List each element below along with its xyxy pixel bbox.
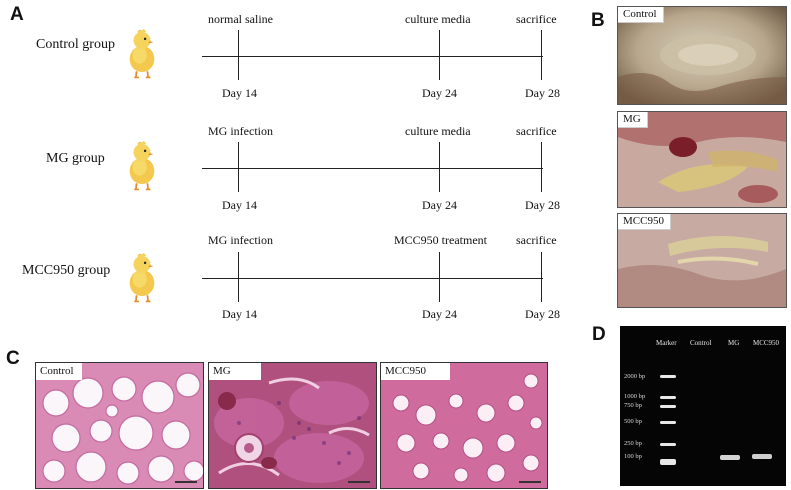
- group-label-control: Control group: [36, 37, 115, 52]
- day-label: Day 28: [525, 307, 560, 321]
- day-label: Day 24: [422, 198, 457, 212]
- photo-label: MCC950: [618, 214, 671, 230]
- timeline-tick: [439, 252, 440, 302]
- scale-bar: [348, 481, 370, 483]
- photo-label: MG: [618, 112, 648, 128]
- timeline-tick: [238, 252, 239, 302]
- timeline-tick: [541, 142, 542, 192]
- lane-label: MCC950: [753, 339, 780, 347]
- sample-band-mcc950: [752, 454, 772, 459]
- ladder-band: [660, 405, 676, 408]
- timeline-line: [202, 278, 543, 279]
- histology-label: MG: [209, 363, 261, 380]
- group-label-mg: MG group: [46, 151, 105, 166]
- lane-label: Marker: [656, 339, 677, 347]
- event-label: MG infection: [208, 233, 273, 247]
- day-label: Day 28: [525, 86, 560, 100]
- timeline-tick: [238, 30, 239, 80]
- timeline-tick: [439, 142, 440, 192]
- ladder-size-label: 2000 bp: [624, 373, 646, 380]
- scale-bar: [175, 481, 197, 483]
- necropsy-photo-control: Control: [617, 6, 787, 105]
- histology-image-mcc950: MCC950: [380, 362, 548, 489]
- ladder-band: [660, 375, 676, 378]
- panel-d-letter: D: [592, 324, 606, 345]
- event-label: culture media: [405, 124, 471, 138]
- group-label-mcc950: MCC950 group: [22, 263, 111, 278]
- necropsy-photo-mg: MG: [617, 111, 787, 208]
- histology-image: [381, 363, 547, 488]
- sample-band-mg: [720, 455, 740, 460]
- ladder-band: [660, 459, 676, 465]
- histology-label: MCC950: [381, 363, 450, 380]
- ladder-band: [660, 396, 676, 399]
- ladder-size-label: 100 bp: [624, 453, 642, 460]
- event-label: culture media: [405, 12, 471, 26]
- chick-icon: [128, 140, 156, 191]
- day-label: Day 14: [222, 307, 257, 321]
- timeline-line: [202, 168, 543, 169]
- photo-label: Control: [618, 7, 664, 23]
- histology-image-mg: MG: [208, 362, 377, 489]
- day-label: Day 14: [222, 86, 257, 100]
- timeline-tick: [439, 30, 440, 80]
- panel-b-letter: B: [591, 10, 605, 31]
- histology-image-control: Control: [35, 362, 204, 489]
- ladder-band: [660, 443, 676, 446]
- ladder-size-label: 500 bp: [624, 418, 642, 425]
- histology-image: [209, 363, 376, 488]
- timeline-line: [202, 56, 543, 57]
- day-label: Day 28: [525, 198, 560, 212]
- event-label: sacrifice: [516, 233, 557, 247]
- ladder-band: [660, 421, 676, 424]
- necropsy-photo-mcc950: MCC950: [617, 213, 787, 308]
- panel-c-letter: C: [6, 348, 20, 369]
- ladder-size-label: 1000 bp: [624, 393, 646, 400]
- timeline-tick: [541, 30, 542, 80]
- timeline-tick: [541, 252, 542, 302]
- histology-label: Control: [36, 363, 82, 380]
- ladder-size-label: 750 bp: [624, 402, 642, 409]
- timeline-tick: [238, 142, 239, 192]
- chick-icon: [128, 28, 156, 79]
- event-label: MCC950 treatment: [394, 233, 487, 247]
- event-label: MG infection: [208, 124, 273, 138]
- necropsy-image: [618, 7, 786, 104]
- event-label: sacrifice: [516, 12, 557, 26]
- scale-bar: [519, 481, 541, 483]
- necropsy-image: [618, 112, 786, 207]
- ladder-size-label: 250 bp: [624, 440, 642, 447]
- lane-label: MG: [728, 339, 740, 347]
- panel-a-letter: A: [10, 4, 24, 25]
- chick-icon: [128, 252, 156, 303]
- histology-image: [36, 363, 203, 488]
- lane-label: Control: [690, 339, 712, 347]
- day-label: Day 24: [422, 86, 457, 100]
- day-label: Day 14: [222, 198, 257, 212]
- event-label: normal saline: [208, 12, 273, 26]
- agarose-gel: Marker Control MG MCC950 2000 bp 1000 bp…: [620, 326, 786, 486]
- event-label: sacrifice: [516, 124, 557, 138]
- day-label: Day 24: [422, 307, 457, 321]
